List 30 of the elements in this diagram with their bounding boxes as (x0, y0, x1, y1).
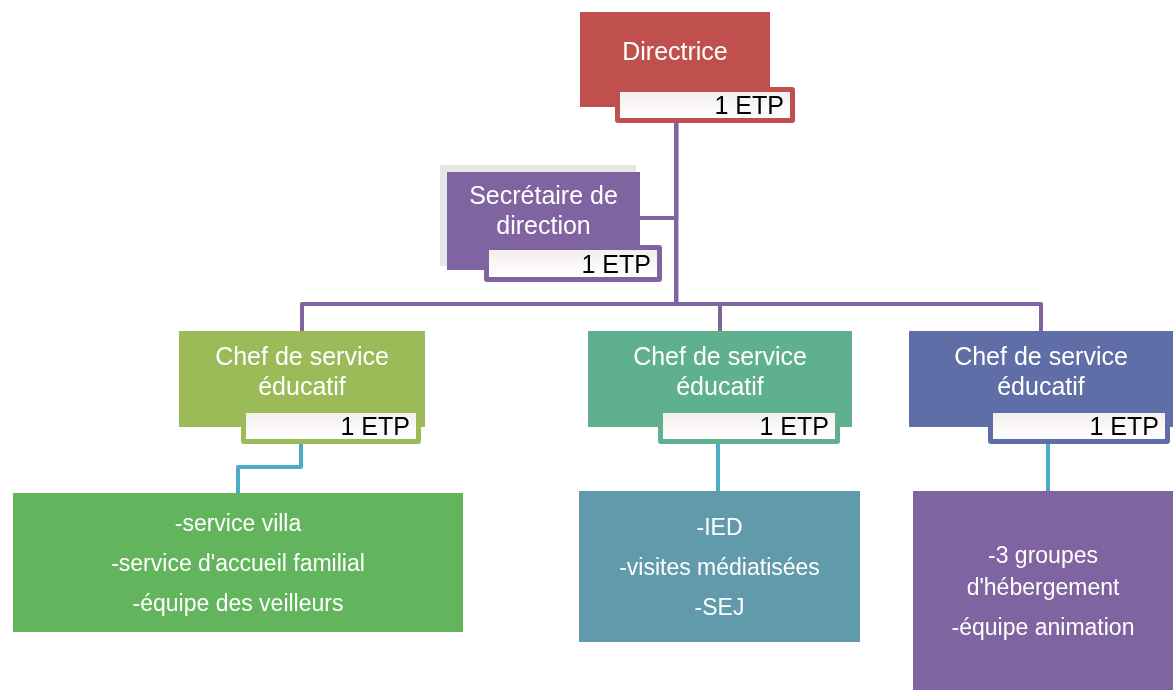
role-box (909, 331, 1173, 444)
role-title: Chef de service éducatif (632, 341, 808, 401)
role-box (588, 331, 852, 444)
role-box (580, 12, 795, 123)
service-item: -service villa (174, 508, 302, 538)
connector-line (236, 444, 303, 493)
staffing-label: 1 ETP (1089, 413, 1159, 439)
service-item: -service d'accueil familial (111, 548, 365, 578)
connector-line (1046, 444, 1050, 491)
service-list-box (579, 491, 860, 642)
role-title: Secrétaire de direction (468, 180, 619, 240)
service-item: -SEJ (694, 592, 745, 622)
role-box (179, 331, 425, 444)
connector-line (674, 123, 1043, 331)
service-item: -IED (696, 512, 743, 542)
role-title: Chef de service éducatif (953, 341, 1129, 401)
staffing-label: 1 ETP (714, 92, 784, 118)
staffing-label: 1 ETP (340, 413, 410, 439)
staffing-label: 1 ETP (759, 413, 829, 439)
role-box (440, 165, 662, 282)
service-item: -3 groupes d'hébergement (965, 540, 1121, 602)
service-list-box (913, 491, 1173, 690)
role-title: Directrice (622, 36, 728, 66)
service-item: -équipe des veilleurs (132, 588, 344, 618)
connector-line (716, 444, 720, 491)
service-list-box (13, 493, 463, 632)
role-title: Chef de service éducatif (214, 341, 390, 401)
service-item: -visites médiatisées (619, 552, 820, 582)
staffing-label: 1 ETP (581, 250, 651, 277)
service-item: -équipe animation (951, 612, 1135, 642)
